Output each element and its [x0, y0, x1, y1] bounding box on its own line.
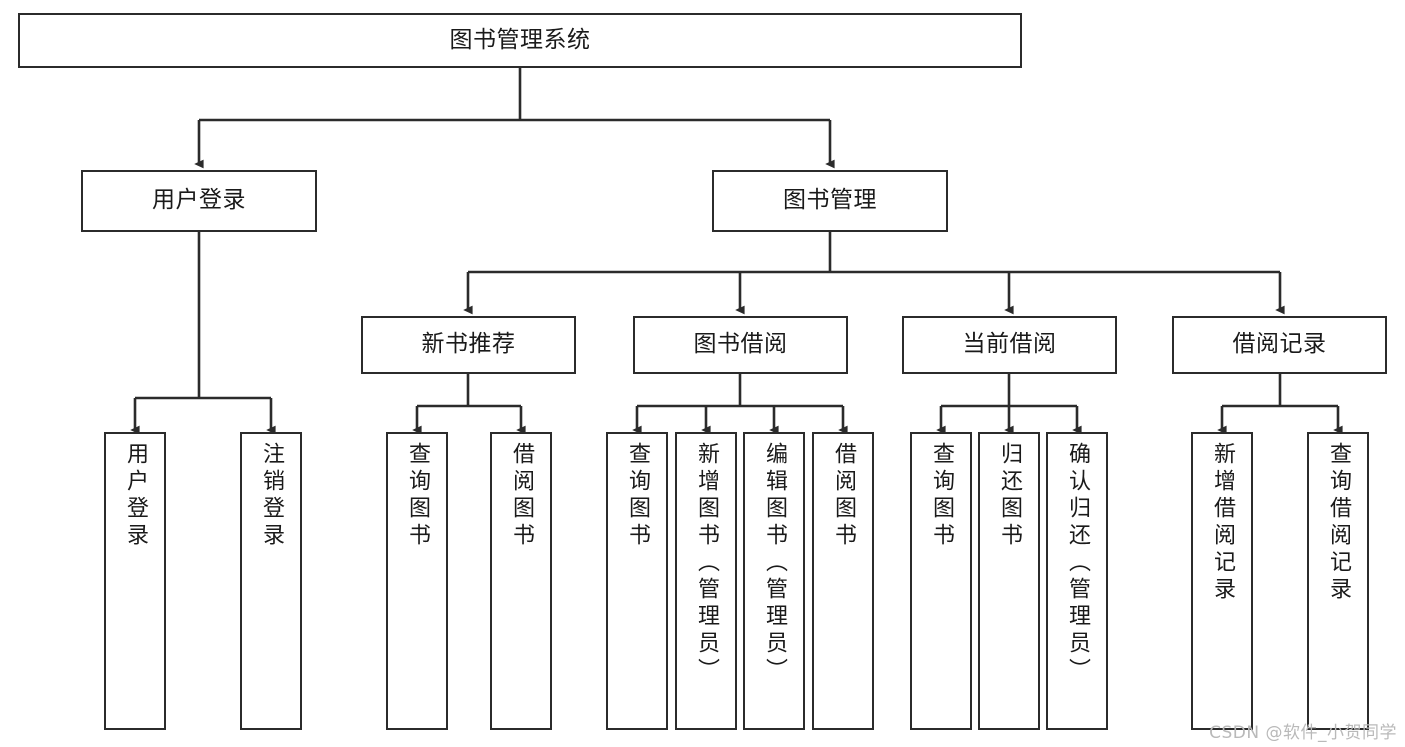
leaf-recommend-query-book[interactable]: 查询图书	[386, 432, 448, 730]
node-book-borrow[interactable]: 图书借阅	[633, 316, 848, 374]
leaf-borrow-edit-book-admin[interactable]: 编辑图书（管理员）	[743, 432, 805, 730]
watermark-text: CSDN @软件_小贺同学	[1209, 723, 1397, 743]
node-book-management[interactable]: 图书管理	[712, 170, 948, 232]
node-user-login[interactable]: 用户登录	[81, 170, 317, 232]
node-label: 查询图书	[405, 442, 430, 550]
node-label: 图书管理	[783, 187, 877, 214]
node-label: 新书推荐	[421, 331, 516, 358]
node-label: 编辑图书（管理员）	[762, 442, 787, 685]
node-label: 新增借阅记录	[1210, 442, 1235, 604]
node-label: 用户登录	[123, 442, 148, 550]
node-label: 查询图书	[625, 442, 650, 550]
node-label: 借阅图书	[509, 442, 534, 550]
node-label: 归还图书	[997, 442, 1022, 550]
leaf-record-add-record[interactable]: 新增借阅记录	[1191, 432, 1253, 730]
node-label: 查询借阅记录	[1326, 442, 1351, 604]
leaf-borrow-borrow-book[interactable]: 借阅图书	[812, 432, 874, 730]
leaf-borrow-add-book-admin[interactable]: 新增图书（管理员）	[675, 432, 737, 730]
leaf-current-query-book[interactable]: 查询图书	[910, 432, 972, 730]
node-new-book-recommend[interactable]: 新书推荐	[361, 316, 576, 374]
node-label: 查询图书	[929, 442, 954, 550]
leaf-record-query-record[interactable]: 查询借阅记录	[1307, 432, 1369, 730]
leaf-user-login-logout[interactable]: 注销登录	[240, 432, 302, 730]
node-current-borrow[interactable]: 当前借阅	[902, 316, 1117, 374]
node-label: 借阅图书	[831, 442, 856, 550]
node-label: 确认归还（管理员）	[1065, 442, 1090, 685]
node-label: 注销登录	[259, 442, 284, 550]
leaf-current-confirm-return-admin[interactable]: 确认归还（管理员）	[1046, 432, 1108, 730]
node-root-system[interactable]: 图书管理系统	[18, 13, 1022, 68]
node-borrow-record[interactable]: 借阅记录	[1172, 316, 1387, 374]
node-label: 新增图书（管理员）	[694, 442, 719, 685]
leaf-current-return-book[interactable]: 归还图书	[978, 432, 1040, 730]
node-label: 图书借阅	[693, 331, 788, 358]
node-label: 当前借阅	[962, 331, 1057, 358]
node-label: 借阅记录	[1232, 331, 1327, 358]
leaf-user-login-login[interactable]: 用户登录	[104, 432, 166, 730]
node-label: 图书管理系统	[449, 26, 591, 53]
node-label: 用户登录	[152, 187, 246, 214]
leaf-recommend-borrow-book[interactable]: 借阅图书	[490, 432, 552, 730]
leaf-borrow-query-book[interactable]: 查询图书	[606, 432, 668, 730]
